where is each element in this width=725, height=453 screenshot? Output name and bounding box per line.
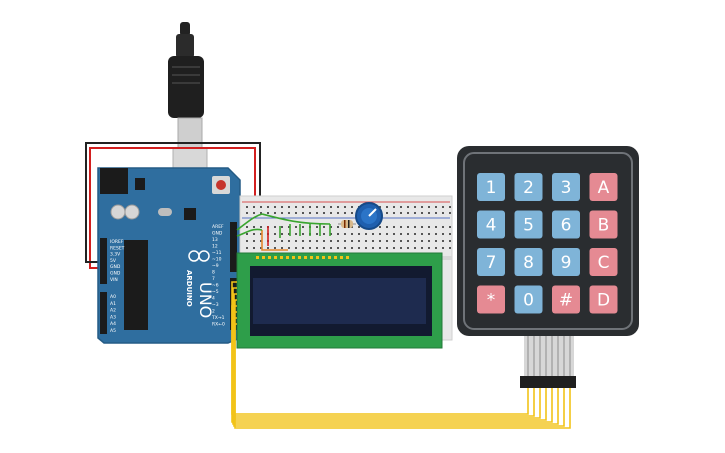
keypad-key[interactable]: 0 — [514, 285, 543, 314]
lcd-screen — [253, 278, 426, 324]
breadboard-jumpers — [236, 213, 331, 251]
resistor — [338, 220, 356, 228]
analog-pin-label: A4 — [110, 321, 116, 327]
keypad-signal-wires — [231, 281, 571, 429]
power-jack — [100, 168, 128, 194]
arduino-logo — [188, 250, 210, 262]
digital-pin-label: ~3 — [212, 302, 219, 308]
lcd-display-module — [236, 252, 443, 349]
power-pin-label: GND — [110, 264, 121, 270]
keypad-key[interactable]: 7 — [477, 248, 505, 276]
keypad-key-label: * — [487, 291, 496, 311]
keypad-key[interactable]: 4 — [477, 210, 505, 239]
keypad-key[interactable]: 8 — [514, 248, 543, 276]
digital-pin-label: ~10 — [212, 257, 222, 263]
digital-pin-label: TX→1 — [211, 315, 225, 321]
keypad-key-label: 1 — [486, 178, 497, 198]
digital-pin-label: RX←0 — [212, 322, 225, 328]
digital-pin-label: 13 — [212, 237, 218, 243]
keypad-key-label: A — [598, 178, 610, 198]
keypad-key[interactable]: B — [589, 210, 618, 239]
keypad-key[interactable]: # — [552, 285, 580, 314]
digital-pin-label: 2 — [212, 309, 215, 315]
digital-pin-label: 12 — [212, 244, 218, 250]
analog-pin-label: A0 — [110, 294, 116, 300]
keypad-key-label: 6 — [561, 216, 572, 236]
analog-pin-label: A2 — [110, 308, 116, 314]
digital-pin-label: ~6 — [212, 283, 219, 289]
analog-header — [100, 292, 107, 334]
keypad-key[interactable]: 9 — [552, 248, 580, 276]
keypad-key-label: # — [559, 291, 573, 311]
arduino-brand-label: ARDUINO — [185, 270, 193, 307]
keypad-key[interactable]: * — [477, 285, 505, 314]
digital-pin-label: ~9 — [212, 263, 219, 269]
lcd-pin-header — [256, 256, 349, 259]
digital-pin-label: ~5 — [212, 289, 219, 295]
digital-pin-label: 4 — [212, 296, 215, 302]
atmega-chip — [124, 240, 148, 330]
power-pin-label: VIN — [110, 277, 118, 283]
digital-pin-label: ~11 — [212, 250, 222, 256]
keypad-ribbon-cable — [520, 336, 576, 388]
keypad-key-label: C — [598, 253, 610, 273]
keypad-key-label: B — [598, 216, 610, 236]
keypad-key-label: 7 — [486, 253, 497, 273]
keypad-4x4: 1 2 3 A 4 5 6 B 7 8 9 C * 0 # D — [457, 146, 639, 388]
power-pin-label: GND — [110, 271, 121, 277]
keypad-key-label: 5 — [523, 216, 534, 236]
power-wires — [85, 142, 261, 269]
analog-pin-label: A5 — [110, 328, 116, 334]
keypad-key-label: 3 — [561, 178, 572, 198]
power-pin-label: 5V — [110, 258, 117, 264]
arduino-model-label: UNO — [196, 282, 215, 318]
digital-pin-label: AREF — [212, 224, 224, 230]
keypad-key-label: 2 — [523, 178, 534, 198]
reset-button[interactable] — [212, 176, 230, 194]
keypad-key-label: 0 — [523, 291, 534, 311]
digital-header-top — [230, 222, 237, 272]
digital-pin-label: GND — [212, 231, 223, 237]
keypad-key[interactable]: A — [589, 173, 618, 201]
keypad-key[interactable]: 1 — [477, 173, 505, 201]
keypad-key-label: D — [597, 291, 610, 311]
power-pin-label: RESET — [110, 245, 125, 251]
keypad-key[interactable]: 3 — [552, 173, 580, 201]
keypad-key[interactable]: C — [589, 248, 618, 276]
usb-cable — [168, 22, 208, 191]
power-pin-label: IOREF — [110, 239, 124, 245]
keypad-key[interactable]: 5 — [514, 210, 543, 239]
analog-pin-label: A3 — [110, 314, 116, 320]
keypad-key-label: 8 — [523, 253, 534, 273]
keypad-key[interactable]: 2 — [514, 173, 543, 201]
keypad-key-label: 9 — [561, 253, 572, 273]
power-pin-label: 3.3V — [110, 252, 121, 258]
analog-pin-label: A1 — [110, 301, 116, 307]
potentiometer[interactable] — [355, 202, 383, 230]
digital-pin-label: 8 — [212, 270, 215, 276]
keypad-key[interactable]: D — [589, 285, 618, 314]
power-header — [100, 238, 107, 284]
keypad-key-label: 4 — [486, 216, 497, 236]
keypad-key[interactable]: 6 — [552, 210, 580, 239]
digital-pin-label: 7 — [212, 276, 215, 282]
